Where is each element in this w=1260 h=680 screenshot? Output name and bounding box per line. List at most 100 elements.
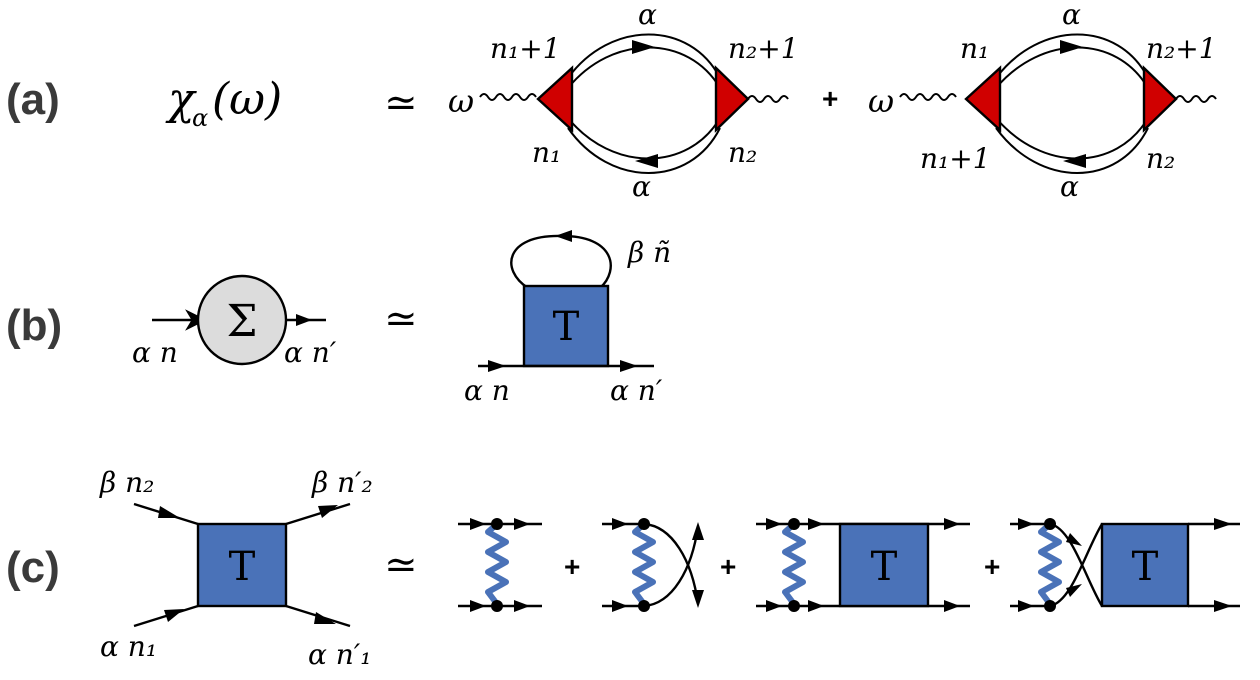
term4-cross-line-1 (1049, 522, 1104, 607)
arrow-top-right (318, 505, 338, 518)
term4-t-matrix-box (1100, 522, 1190, 608)
term2-interaction-spring (632, 521, 656, 606)
term4-vertex-bottom (1044, 600, 1056, 612)
approx-sign-a: ≃ (384, 80, 418, 126)
t-matrix-label-b: T (553, 304, 580, 350)
term3-vertex-bottom (788, 600, 800, 612)
self-energy-in-label: α n (132, 336, 178, 369)
term-exchange-interaction (602, 518, 704, 612)
arrow-top-left (158, 506, 180, 518)
vertex-triangle-left-2 (964, 65, 1002, 133)
term-direct-interaction (458, 518, 542, 612)
arrow-bottom-1 (635, 154, 658, 168)
term4-arrow-bl (1018, 600, 1034, 612)
term2-vertex-bottom (638, 600, 650, 612)
term3-arrow-tr (944, 518, 960, 530)
hartree-t-matrix-diagram: β ñ T α n α n′ (464, 230, 671, 407)
term4-arrow-tr (1214, 518, 1232, 530)
panel-b: (b) Σ α n α n′ ≃ β ñ T α n α n′ (6, 230, 671, 407)
t-matrix-label-c: T (229, 544, 256, 590)
leg-label-top-left: β n₂ (99, 466, 154, 499)
term-exchange-ladder: T (1010, 518, 1240, 612)
n-top-right-label-2: n₂+1 (1146, 32, 1217, 65)
arrow-top-1 (632, 40, 655, 54)
self-energy-out-label: α n′ (284, 336, 337, 369)
term2-arrow-tl (612, 518, 628, 530)
term3-t-matrix-box (838, 522, 930, 608)
panel-a-label: (a) (6, 75, 60, 124)
panel-a: (a) χ α (ω) ≃ ω α α n₁+1 n₂+1 n₁ n₂ (6, 0, 1217, 203)
vertex-triangle-left-1 (536, 65, 574, 133)
approx-sign-b: ≃ (384, 296, 418, 342)
arrow-bottom-left (164, 609, 184, 622)
alpha-bottom-label-2: α (1060, 170, 1079, 203)
chi-argument: (ω) (212, 74, 282, 125)
term4-vertex-top (1044, 518, 1056, 530)
plus-sign-c1: + (564, 551, 580, 582)
t-bottom-in-arrow (488, 360, 506, 372)
sigma-symbol: Σ (226, 296, 257, 347)
term4-t-matrix-label: T (1132, 544, 1159, 590)
term-direct-ladder: T (756, 518, 970, 612)
term2-arrow-tr (692, 522, 704, 540)
term1-arrow-bl (470, 600, 486, 612)
term3-arrow-br (944, 600, 960, 612)
t-bottom-out-arrow (620, 360, 638, 372)
term2-vertex-top (638, 518, 650, 530)
t-matrix-box-c (196, 522, 288, 608)
term1-arrow-tl (470, 518, 486, 530)
propagator-top-outer-1 (567, 33, 721, 79)
photon-line-in-2 (899, 93, 957, 101)
term1-arrow-br (514, 600, 530, 612)
t-matrix-box-b (522, 284, 610, 368)
closed-loop-line (510, 234, 612, 290)
term1-arrow-tr (514, 518, 530, 530)
closed-loop-arrow (555, 230, 572, 242)
alpha-bottom-label-1: α (632, 170, 651, 203)
term3-vertex-top (788, 518, 800, 530)
self-energy-out-arrow (296, 314, 312, 326)
panel-c-label: (c) (6, 543, 60, 592)
propagator-bottom-outer-2 (995, 127, 1149, 174)
n-bottom-right-label-1: n₂ (728, 136, 757, 169)
term1-vertex-top (491, 518, 503, 530)
chi-symbol: χ (165, 74, 197, 125)
n-top-left-label-1: n₁+1 (490, 32, 561, 65)
term4-arrow-tl (1018, 518, 1034, 530)
propagator-top-inner-2 (995, 46, 1149, 89)
term4-arrow-cross-bottom (1066, 584, 1082, 597)
arrow-top-2 (1060, 40, 1083, 54)
panel-b-label: (b) (6, 301, 62, 350)
loop-label: β ñ (627, 236, 671, 269)
approx-sign-c: ≃ (384, 542, 418, 588)
bubble-diagram-1: ω α α n₁+1 n₂+1 n₁ n₂ (448, 0, 799, 203)
vertex-triangle-right-2 (1142, 65, 1178, 133)
term3-arrow-tl (766, 518, 782, 530)
omega-in-label-1: ω (448, 82, 474, 120)
propagator-bottom-outer-1 (567, 127, 721, 174)
leg-label-top-right: β n′₂ (311, 466, 373, 499)
term3-t-matrix-label: T (871, 544, 898, 590)
photon-line-in-1 (479, 93, 537, 101)
panel-c: (c) T β n₂ β n′₂ α n₁ α n′₁ ≃ (6, 466, 1240, 671)
n-bottom-right-label-2: n₂ (1146, 142, 1175, 175)
t-matrix-definition: T β n₂ β n′₂ α n₁ α n′₁ (99, 466, 373, 671)
alpha-top-label-1: α (638, 0, 657, 31)
bubble-diagram-2: ω α α n₁ n₂+1 n₁+1 n₂ (868, 0, 1217, 203)
n-bottom-left-label-1: n₁ (532, 136, 561, 169)
t-in-label: α n (464, 374, 510, 407)
arrow-bottom-right (314, 612, 336, 624)
plus-sign-c2: + (720, 551, 736, 582)
chi-subscript: α (192, 104, 208, 132)
self-energy-diagram: Σ α n α n′ (132, 274, 337, 369)
term3-arrow-tm (808, 518, 824, 530)
t-out-label: α n′ (610, 374, 663, 407)
term4-arrow-cross-top (1066, 533, 1082, 546)
plus-sign-a: + (822, 83, 838, 114)
term3-arrow-bm (808, 600, 824, 612)
term3-interaction-spring (782, 521, 806, 606)
n-bottom-left-label-2: n₁+1 (920, 142, 991, 175)
n-top-right-label-1: n₂+1 (728, 32, 799, 65)
photon-line-out-1 (747, 95, 789, 103)
